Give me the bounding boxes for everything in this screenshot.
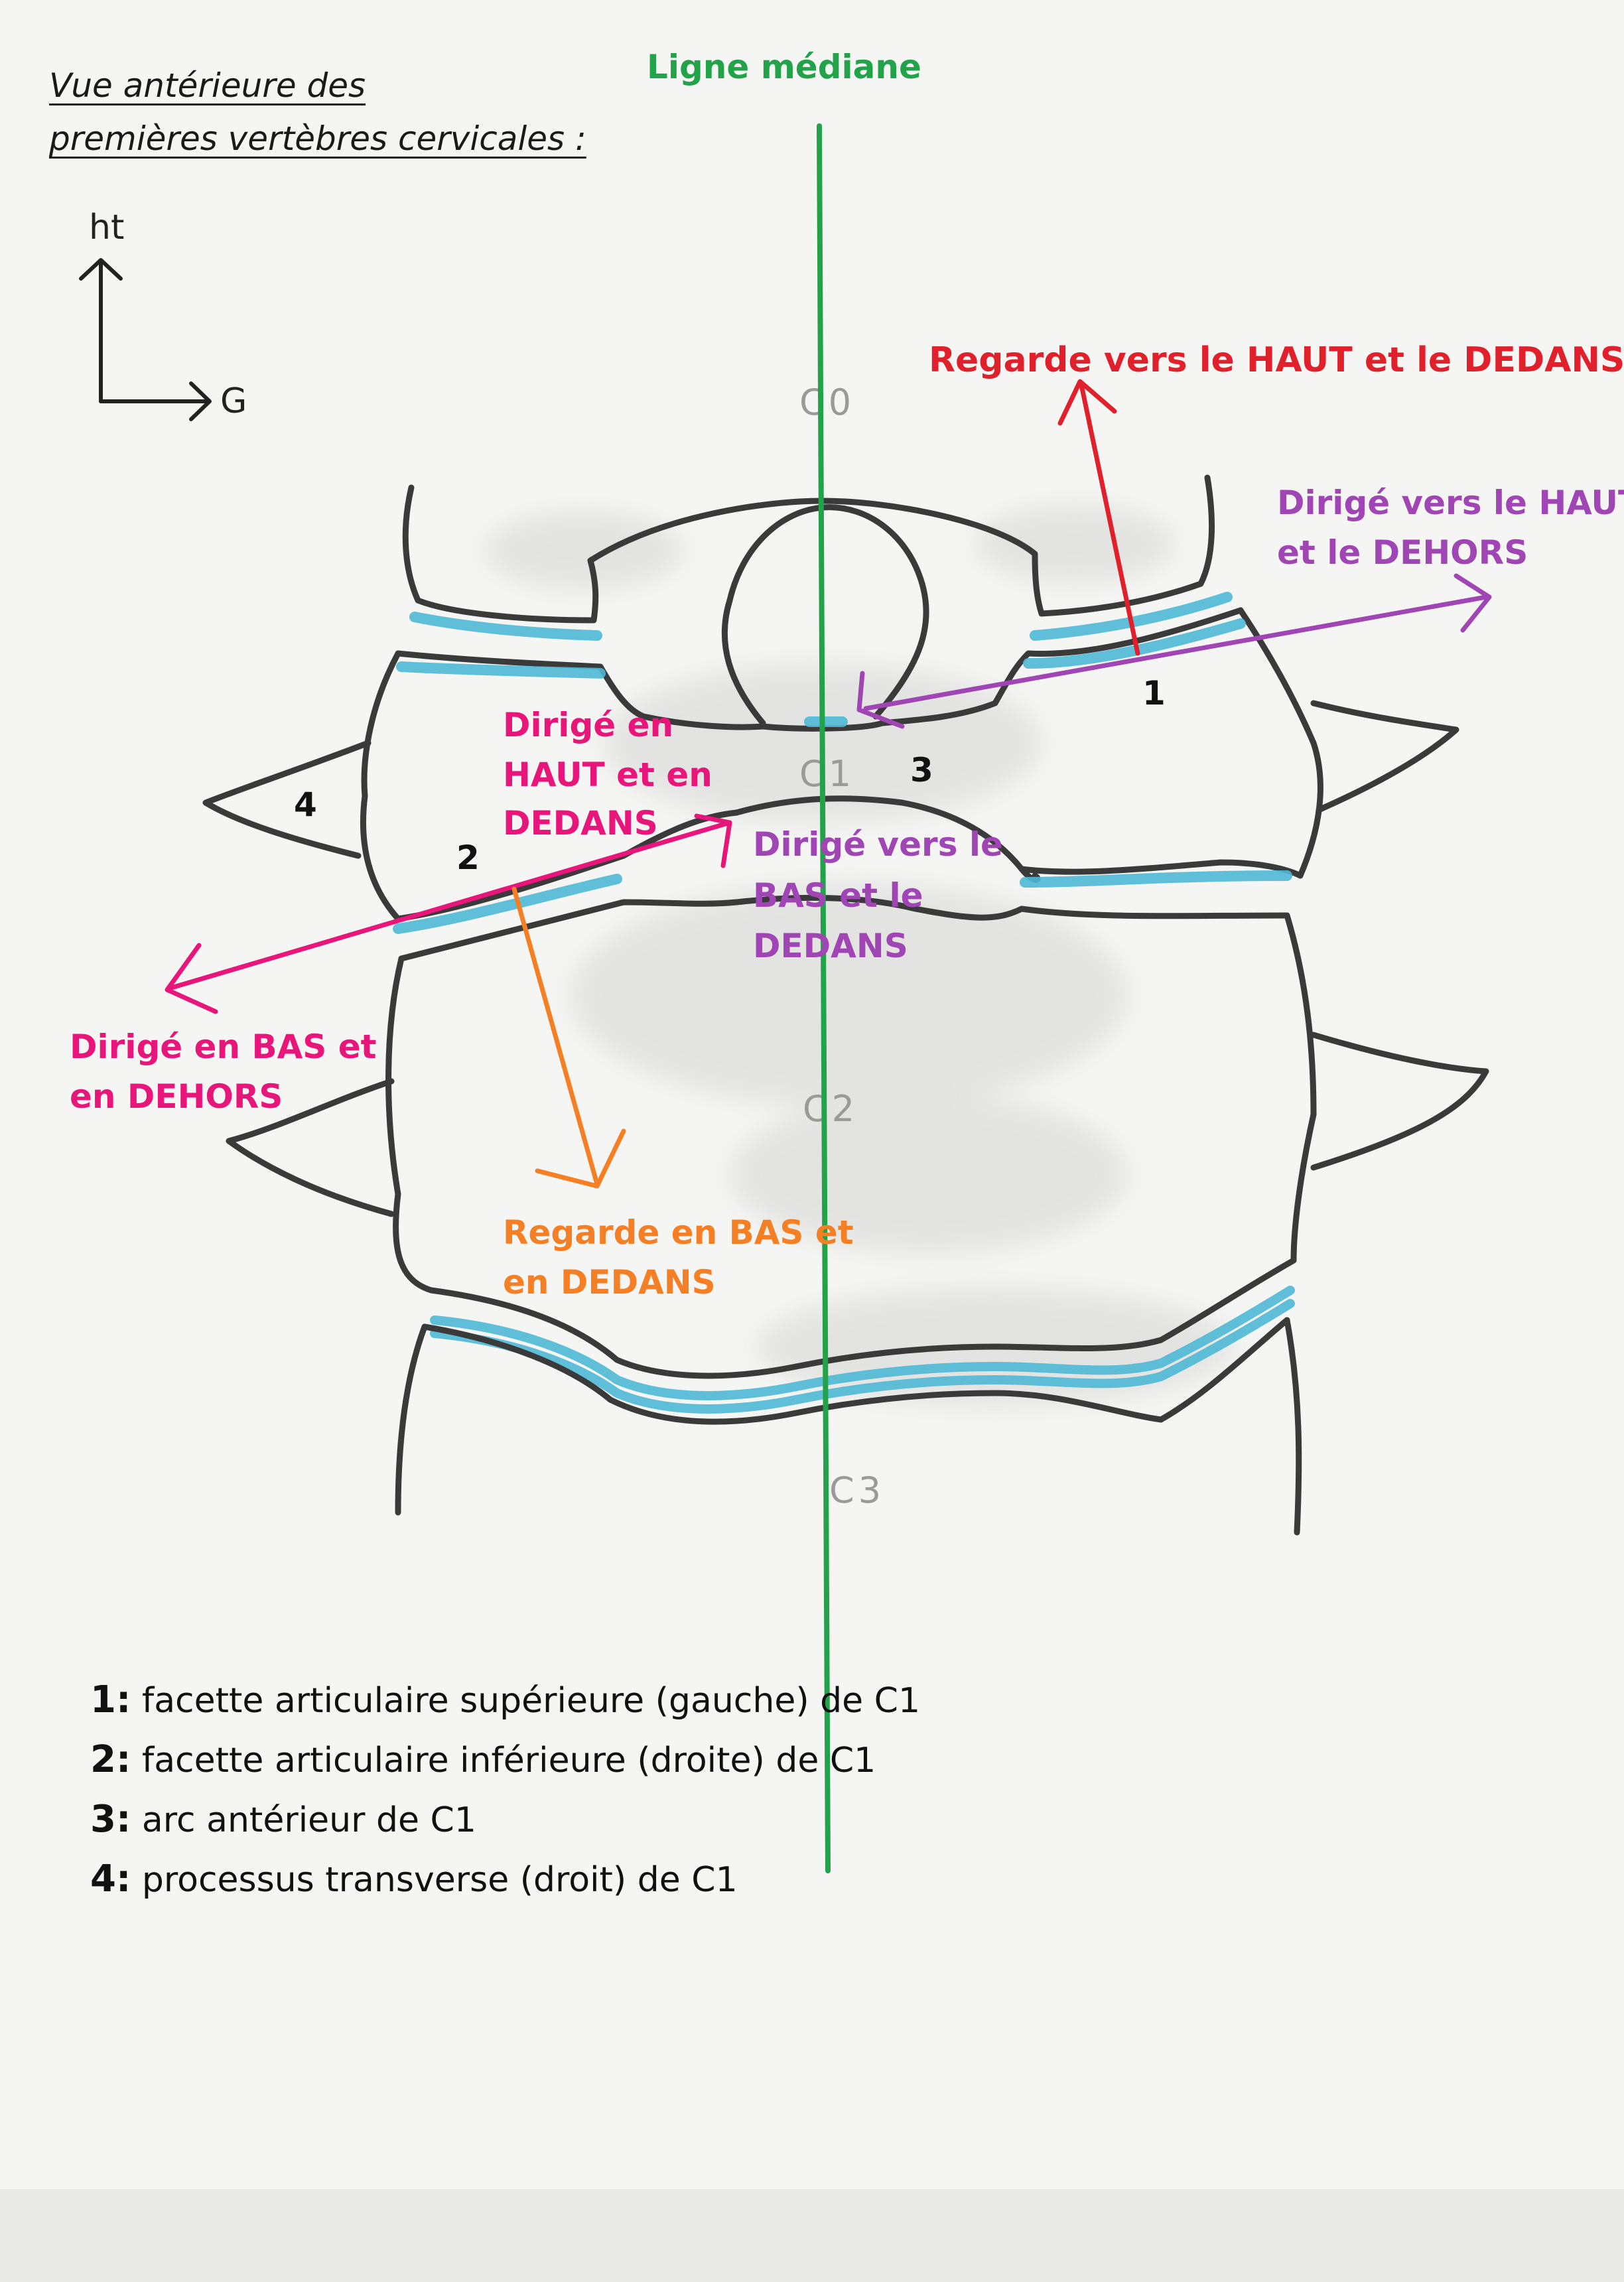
c1-cartilage bbox=[393, 618, 1292, 934]
red-annotation: Regarde vers le HAUT et le DEDANS bbox=[929, 340, 1624, 380]
purple-annotation-mid-1: Dirigé vers le bbox=[753, 825, 1003, 864]
legend-number: 3: bbox=[90, 1798, 131, 1841]
title-line-2: premières vertèbres cervicales : bbox=[49, 119, 586, 158]
title-line-1: Vue antérieure des bbox=[49, 66, 366, 105]
purple-annotation-top-1: Dirigé vers le HAUT bbox=[1277, 484, 1624, 522]
legend-item: 3: arc antérieur de C1 bbox=[90, 1798, 476, 1841]
marker-1: 1 bbox=[1142, 674, 1166, 712]
label-c1: C1 bbox=[799, 753, 855, 795]
purple-arrow-top bbox=[856, 573, 1492, 729]
legend-number: 1: bbox=[90, 1678, 131, 1721]
legend-text: facette articulaire supérieure (gauche) … bbox=[131, 1681, 921, 1721]
pink-annotation-bottom-2: en DEHORS bbox=[70, 1077, 283, 1116]
midline bbox=[817, 123, 831, 1873]
pink-annotation-mid-1: Dirigé en bbox=[503, 706, 673, 744]
legend-text: facette articulaire inférieure (droite) … bbox=[131, 1741, 876, 1780]
legend-text: arc antérieur de C1 bbox=[131, 1800, 476, 1840]
c0-cartilage bbox=[409, 592, 1233, 641]
vertebra-c3 bbox=[395, 1317, 1302, 1536]
label-c0: C0 bbox=[799, 381, 855, 423]
pink-arrow bbox=[165, 813, 732, 1014]
legend-number: 4: bbox=[90, 1857, 131, 1901]
legend-number: 2: bbox=[90, 1738, 131, 1781]
orientation-axes bbox=[79, 258, 212, 421]
legend-item: 4: processus transverse (droit) de C1 bbox=[90, 1857, 738, 1901]
pink-annotation-bottom-1: Dirigé en BAS et bbox=[70, 1028, 377, 1066]
label-c2: C2 bbox=[803, 1088, 858, 1130]
purple-annotation-mid-2: BAS et le bbox=[753, 876, 923, 915]
vertebra-c0 bbox=[402, 474, 1215, 624]
legend-item: 2: facette articulaire inférieure (droit… bbox=[90, 1738, 876, 1781]
orange-arrow bbox=[511, 886, 626, 1189]
vertebra-c2 bbox=[226, 894, 1489, 1379]
c2-c3-cartilage bbox=[430, 1286, 1295, 1414]
vertebra-c1 bbox=[202, 607, 1459, 922]
red-arrow bbox=[1057, 379, 1140, 656]
orange-annotation-1: Regarde en BAS et bbox=[503, 1213, 854, 1252]
label-c3: C3 bbox=[829, 1469, 885, 1511]
marker-3: 3 bbox=[910, 751, 933, 789]
marker-2: 2 bbox=[456, 839, 480, 877]
purple-annotation-top-2: et le DEHORS bbox=[1277, 533, 1528, 572]
pink-annotation-mid-3: DEDANS bbox=[503, 804, 658, 842]
legend-item: 1: facette articulaire supérieure (gauch… bbox=[90, 1678, 920, 1721]
legend-text: processus transverse (droit) de C1 bbox=[131, 1860, 738, 1900]
axis-label-up: ht bbox=[89, 208, 124, 247]
midline-label: Ligne médiane bbox=[647, 48, 921, 86]
purple-annotation-mid-3: DEDANS bbox=[753, 927, 908, 965]
orange-annotation-2: en DEDANS bbox=[503, 1263, 716, 1302]
marker-4: 4 bbox=[294, 785, 317, 824]
axis-label-side: G bbox=[220, 381, 247, 421]
pink-annotation-mid-2: HAUT et en bbox=[503, 756, 712, 794]
